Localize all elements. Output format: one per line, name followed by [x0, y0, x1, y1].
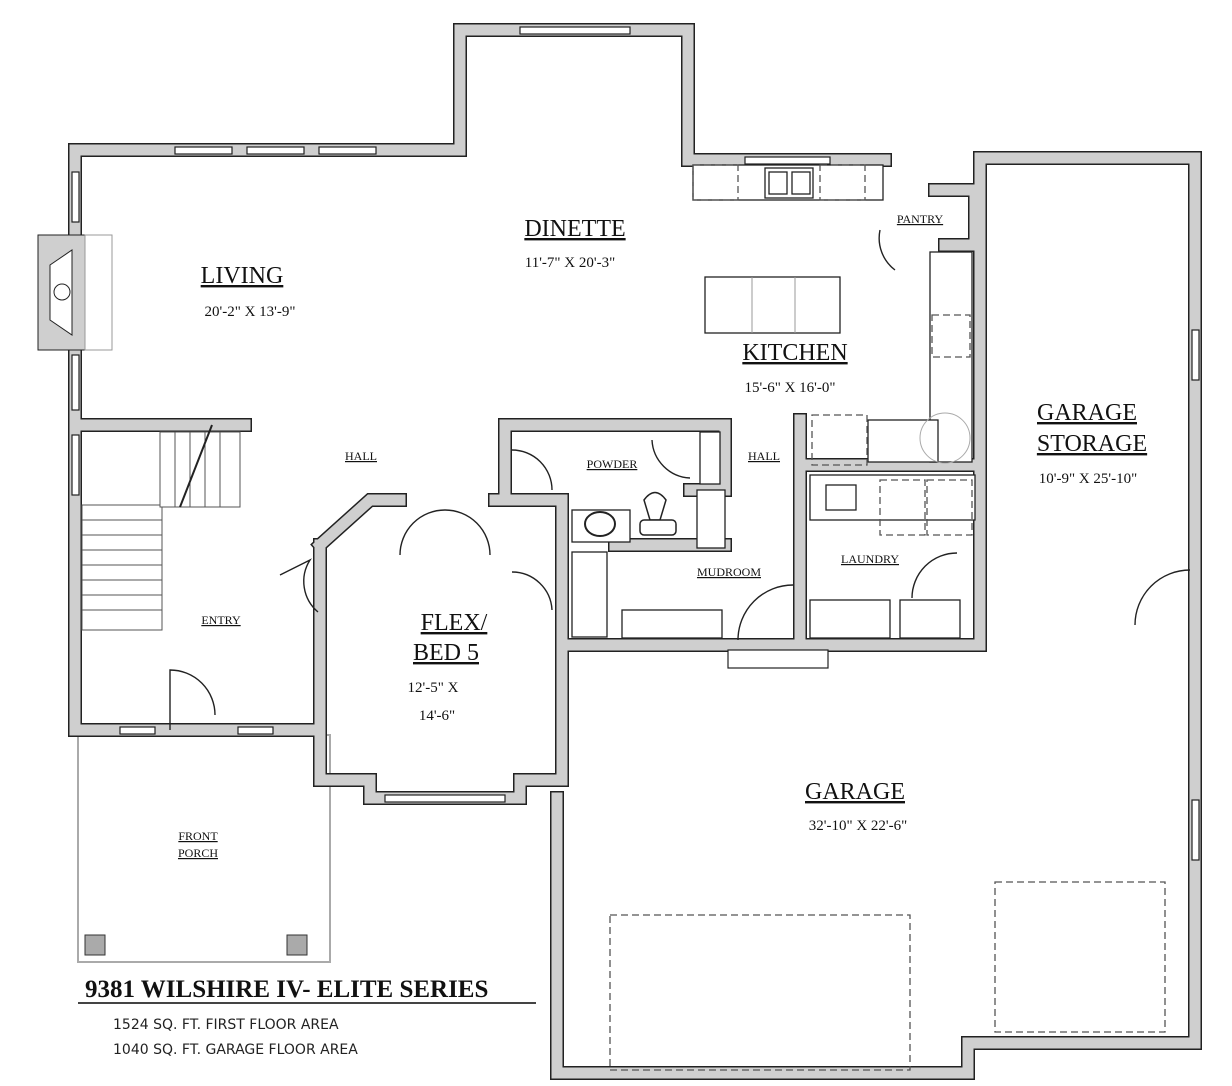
room-dims-dinette: 11'-7" X 20'-3"	[525, 255, 615, 271]
room-name-laundry: LAUNDRY	[841, 552, 899, 566]
room-name-flex-2: BED 5	[413, 640, 479, 666]
garage-door	[609, 914, 911, 1071]
plan-title: 9381 WILSHIRE IV- ELITE SERIES	[85, 976, 488, 1003]
garage-floor-area: 1040 SQ. FT. GARAGE FLOOR AREA	[113, 1042, 358, 1058]
room-name-entry: ENTRY	[201, 613, 241, 627]
room-dims-flex-2: 14'-6"	[419, 708, 455, 724]
porch-post	[84, 934, 106, 956]
room-name-living: LIVING	[201, 263, 284, 289]
room-name-hall-left: HALL	[345, 449, 377, 463]
stairs	[81, 424, 241, 631]
powder-fixtures	[571, 431, 726, 639]
room-name-mudroom: MUDROOM	[697, 565, 761, 579]
kitchen-fixtures	[692, 164, 976, 639]
room-name-garage-storage-2: STORAGE	[1037, 431, 1147, 457]
room-dims-kitchen: 15'-6" X 16'-0"	[745, 380, 836, 396]
porch-post	[286, 934, 308, 956]
first-floor-area: 1524 SQ. FT. FIRST FLOOR AREA	[113, 1017, 339, 1033]
windows	[71, 26, 1200, 861]
doors	[169, 229, 1191, 730]
room-name-hall-right: HALL	[748, 449, 780, 463]
room-dims-garage-storage: 10'-9" X 25'-10"	[1039, 471, 1137, 487]
room-name-garage-storage-1: GARAGE	[1037, 400, 1137, 426]
room-name-dinette: DINETTE	[524, 216, 625, 242]
garage-door	[994, 881, 1166, 1033]
walls	[68, 23, 1202, 1080]
room-name-powder: POWDER	[587, 457, 638, 471]
room-dims-living: 20'-2" X 13'-9"	[205, 304, 296, 320]
room-name-porch-1: FRONT	[178, 829, 218, 843]
room-name-kitchen: KITCHEN	[742, 340, 847, 366]
room-name-garage: GARAGE	[805, 779, 905, 805]
room-name-pantry: PANTRY	[897, 212, 944, 226]
room-name-flex-1: FLEX/	[421, 610, 488, 636]
fireplace	[37, 234, 113, 351]
room-name-porch-2: PORCH	[178, 846, 218, 860]
room-dims-garage: 32'-10" X 22'-6"	[809, 818, 907, 834]
room-dims-flex-1: 12'-5" X	[408, 680, 459, 696]
